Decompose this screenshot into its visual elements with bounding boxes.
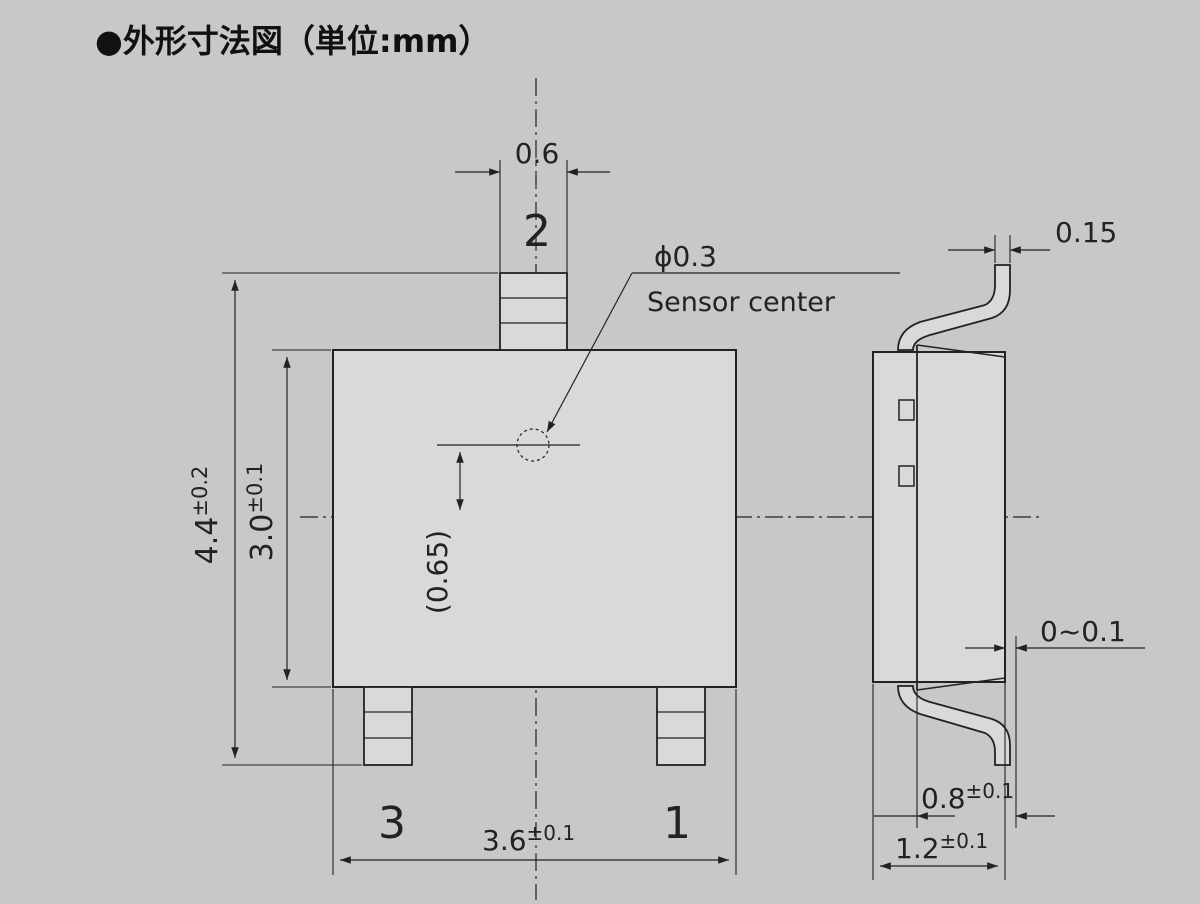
sensor-center-label: Sensor center [647,287,836,318]
pin-width-label: 0.6 [515,137,560,170]
pin-2-number: 2 [523,206,551,257]
svg-text:3.0±0.1: 3.0±0.1 [243,463,280,562]
body-height-label: 3.0±0.1 [243,463,280,562]
pin-1-number: 1 [663,798,691,849]
total-thickness-label: 1.2±0.1 [895,829,988,865]
svg-text:(0.65): (0.65) [421,530,454,614]
side-bottom-lead [897,685,1011,766]
package-body [332,349,737,688]
pin-1-lead [656,686,706,766]
body-thickness-label: 0.8±0.1 [921,779,1014,815]
pin-3-lead [363,686,413,766]
side-view [872,235,1145,880]
lead-thickness-label: 0.15 [1055,216,1117,249]
pin-3-number: 3 [378,798,406,849]
svg-text:4.4±0.2: 4.4±0.2 [188,466,225,565]
side-body-outline [872,351,1006,683]
sensor-offset-label: (0.65) [421,530,454,614]
body-width-label: 3.6±0.1 [482,821,575,857]
side-top-lead [897,264,1011,351]
sensor-diameter-label: ϕ0.3 [654,240,717,273]
side-window-upper [898,399,915,421]
front-view [222,78,1040,900]
side-window-lower [898,465,915,487]
standoff-label: 0~0.1 [1040,615,1126,648]
pin-2-lead [499,272,568,351]
drawing-title: ●外形寸法図（単位:mm） [95,22,490,60]
sensor-leader-arrow [546,272,633,433]
total-height-label: 4.4±0.2 [188,466,225,565]
